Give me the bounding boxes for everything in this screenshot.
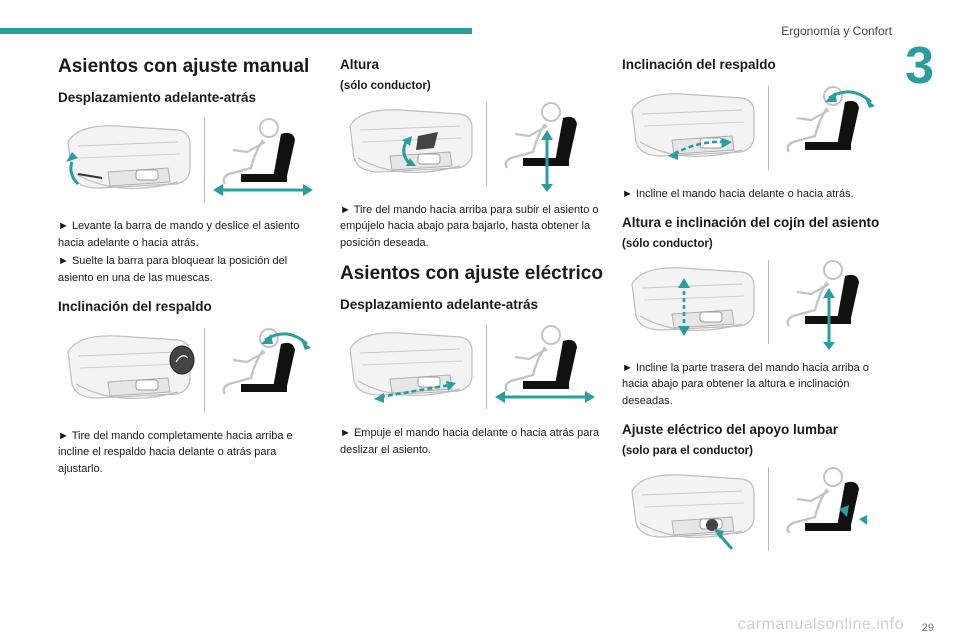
figure-separator (204, 327, 205, 412)
seat-illustration (340, 319, 480, 404)
watermark: carmanualsonline.info (737, 616, 904, 633)
column-2: Altura (sólo conductor) ► Tire del mando… (340, 56, 604, 460)
heading-cushion-height-tilt: Altura e inclinación del cojín del asien… (622, 215, 880, 231)
figure-manual-fore-aft (58, 112, 320, 208)
chapter-number: 3 (905, 37, 934, 95)
heading-electric-seats: Asientos con ajuste eléctrico (340, 263, 603, 285)
heading-fore-aft-electric: Desplazamiento adelante-atrás (340, 296, 539, 312)
subtitle-driver-only: (sólo conductor) (340, 79, 431, 92)
header-accent-bar (0, 28, 472, 34)
seat-illustration (622, 254, 762, 336)
subtitle-driver-only: (sólo conductor) (622, 237, 713, 250)
figure-separator (768, 259, 769, 344)
instruction-text: ► Empuje el mando hacia delante o hacia … (340, 427, 600, 456)
figure-electric-fore-aft (340, 319, 604, 415)
person-backrest-illustration (775, 80, 875, 176)
figure-separator (768, 85, 769, 170)
column-1: Asientos con ajuste manual Desplazamient… (58, 56, 320, 479)
instruction-text: ► Suelte la barra para bloquear la posic… (58, 255, 288, 284)
heading-lumbar-support: Ajuste eléctrico del apoyo lumbar (622, 422, 839, 438)
figure-electric-cushion (622, 254, 886, 350)
person-fore-aft-illustration (213, 112, 313, 197)
heading-manual-seats: Asientos con ajuste manual (58, 56, 310, 77)
heading-height: Altura (340, 57, 380, 72)
figure-separator (486, 101, 487, 186)
subtitle-driver-only: (solo para el conductor) (622, 444, 753, 457)
person-height-illustration (775, 254, 879, 350)
seat-illustration (340, 96, 480, 192)
section-title: Ergonomía y Confort (781, 24, 892, 38)
instruction-text: ► Incline la parte trasera del mando hac… (622, 361, 869, 407)
figure-separator (204, 118, 205, 203)
person-fore-aft-illustration (495, 319, 595, 404)
figure-manual-height (340, 96, 604, 192)
figure-electric-backrest (622, 80, 886, 176)
instruction-text: ► Levante la barra de mando y deslice el… (58, 220, 300, 249)
seat-illustration (66, 112, 198, 208)
heading-backrest-tilt: Inclinación del respaldo (58, 299, 212, 315)
instruction-text: ► Tire del mando hacia arriba para subir… (340, 203, 599, 249)
seat-illustration (58, 322, 195, 418)
heading-fore-aft: Desplazamiento adelante-atrás (58, 89, 257, 105)
column-3: Inclinación del respaldo ► Incline el ma… (622, 56, 886, 567)
figure-manual-backrest (58, 322, 320, 418)
heading-backrest-tilt-electric: Inclinación del respaldo (622, 57, 776, 72)
figure-separator (768, 466, 769, 551)
person-backrest-illustration (211, 322, 311, 418)
page-number: 29 (921, 622, 934, 634)
figure-separator (486, 325, 487, 410)
seat-illustration (622, 461, 762, 550)
instruction-text: ► Incline el mando hacia delante o hacia… (622, 187, 854, 200)
figure-electric-lumbar (622, 461, 886, 557)
instruction-text: ► Tire del mando completamente hacia arr… (58, 429, 293, 475)
seat-illustration (622, 80, 762, 160)
person-lumbar-illustration (775, 461, 867, 557)
person-height-illustration (493, 96, 597, 192)
